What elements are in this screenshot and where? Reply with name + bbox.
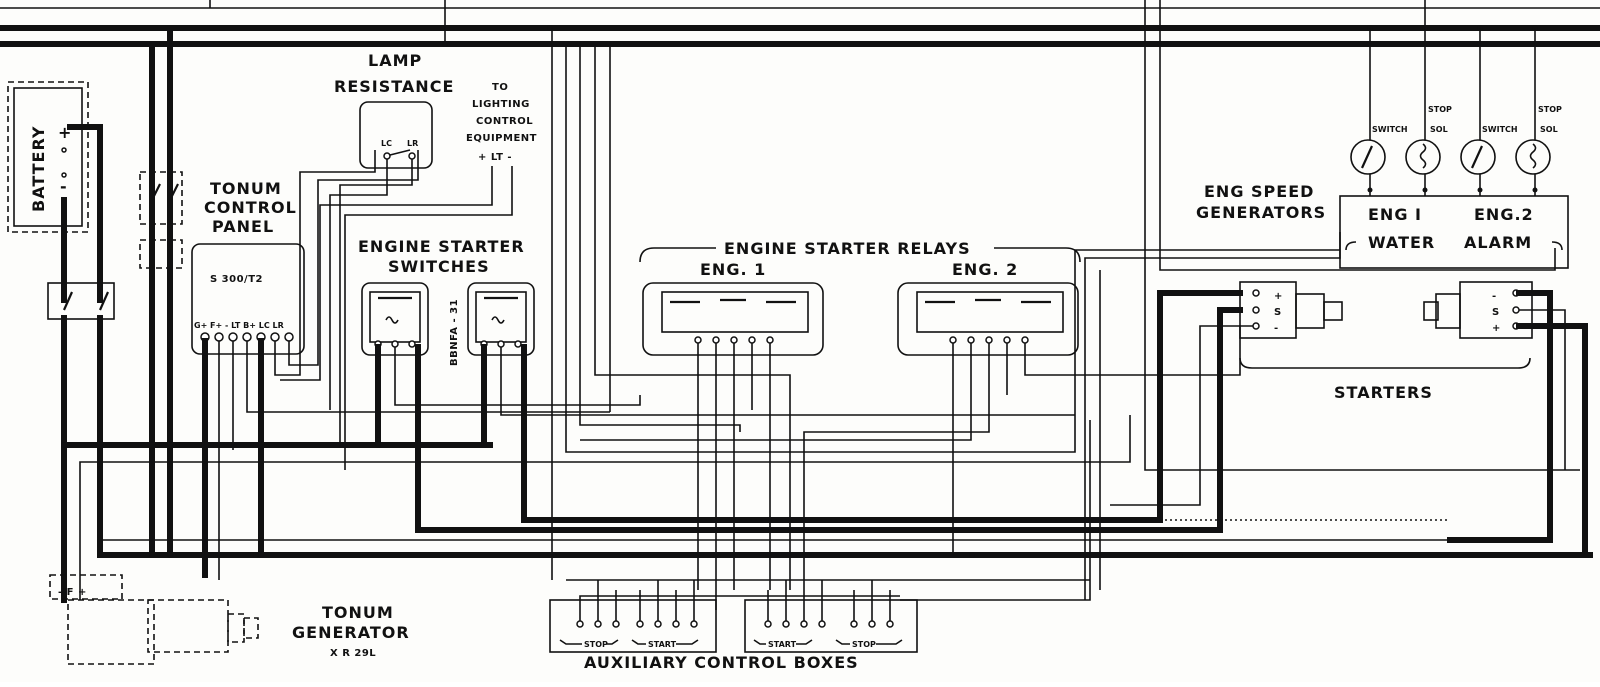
engine-starter-switches: ENGINE STARTER SWITCHES BBNFA - 31 xyxy=(358,237,1243,533)
aux-stop-2: STOP xyxy=(852,640,876,649)
relays-eng2: ENG. 2 xyxy=(952,260,1018,279)
alarm-alarm: ALARM xyxy=(1464,233,1532,252)
switches-line1: ENGINE STARTER xyxy=(358,237,525,256)
lamp-resistance: LAMP RESISTANCE LC LR xyxy=(329,51,454,445)
control-panel-line1: TONUM xyxy=(210,179,282,198)
lighting-note: TO LIGHTING CONTROL EQUIPMENT + LT - xyxy=(280,82,537,470)
aux-boxes-label: AUXILIARY CONTROL BOXES xyxy=(584,653,859,672)
control-panel-line3: PANEL xyxy=(212,217,274,236)
speed-gen-line2: GENERATORS xyxy=(1196,203,1326,222)
switches-part: BBNFA - 31 xyxy=(449,299,460,366)
starter1-s: S xyxy=(1274,307,1282,318)
lamp-line2: RESISTANCE xyxy=(334,77,454,96)
starter2-plus: + xyxy=(1492,323,1501,334)
battery-minus: - xyxy=(60,177,68,196)
relays-title: ENGINE STARTER RELAYS xyxy=(724,239,971,258)
starter1-plus: + xyxy=(1274,291,1283,302)
top-bus xyxy=(0,0,1600,47)
lamp-line1: LAMP xyxy=(368,51,422,70)
switches-line2: SWITCHES xyxy=(388,257,490,276)
generator-terminals: - F + xyxy=(58,587,87,598)
speed-gen-line1: ENG SPEED xyxy=(1204,182,1314,201)
lighting-line4: EQUIPMENT xyxy=(466,133,537,144)
switch-label-2: SWITCH xyxy=(1482,125,1518,134)
alarm-water: WATER xyxy=(1368,233,1435,252)
generator-model: X R 29L xyxy=(330,648,376,659)
tonum-generator: - F + TONUM GENERATOR X R 29L xyxy=(49,574,410,665)
engine-starter-relays: ENGINE STARTER RELAYS ENG. 1 ENG. 2 xyxy=(580,239,1241,610)
alarm-eng2: ENG.2 xyxy=(1474,205,1534,224)
switch-label-1: SWITCH xyxy=(1372,125,1408,134)
control-panel-terminals: G+ F+ - LT B+ LC LR xyxy=(194,321,284,330)
sol-label-2: SOL xyxy=(1540,125,1558,134)
starter1-minus: - xyxy=(1274,323,1279,334)
lighting-line2: LIGHTING xyxy=(472,99,530,110)
starters: + S - - S + STARTERS xyxy=(1110,281,1588,558)
svg-text:LR: LR xyxy=(407,139,418,148)
sol-label-1: SOL xyxy=(1430,125,1448,134)
alarm-eng1: ENG I xyxy=(1368,205,1422,224)
isolator-switch xyxy=(47,282,115,603)
control-panel-model: S 300/T2 xyxy=(210,274,263,285)
aux-stop-1: STOP xyxy=(584,640,608,649)
aux-start-1: START xyxy=(648,640,677,649)
lighting-line1: TO xyxy=(492,82,508,93)
aux-right-terminals xyxy=(764,620,894,628)
starter2-s: S xyxy=(1492,307,1500,318)
stop-label-1: STOP xyxy=(1428,105,1452,114)
starter2-minus: - xyxy=(1492,291,1497,302)
control-panel-line2: CONTROL xyxy=(204,198,297,217)
lighting-line3: CONTROL xyxy=(476,116,533,127)
aux-start-2: START xyxy=(768,640,797,649)
relays-eng1: ENG. 1 xyxy=(700,260,766,279)
water-alarm: ENG SPEED GENERATORS ENG I ENG.2 WATER A… xyxy=(1084,28,1569,600)
fuse-switch xyxy=(139,25,183,558)
stop-label-2: STOP xyxy=(1538,105,1562,114)
harness xyxy=(61,28,1593,601)
aux-control-boxes: STOP START START STOP AUXILIARY CONTROL … xyxy=(549,579,1090,672)
lighting-terminal: + LT - xyxy=(478,152,512,163)
battery: BATTERY + - xyxy=(7,81,103,303)
aux-left-terminals xyxy=(576,620,698,628)
generator-line2: GENERATOR xyxy=(292,623,410,642)
svg-text:LC: LC xyxy=(381,139,392,148)
starters-label: STARTERS xyxy=(1334,383,1433,402)
battery-label: BATTERY xyxy=(29,126,48,213)
generator-line1: TONUM xyxy=(322,603,394,622)
